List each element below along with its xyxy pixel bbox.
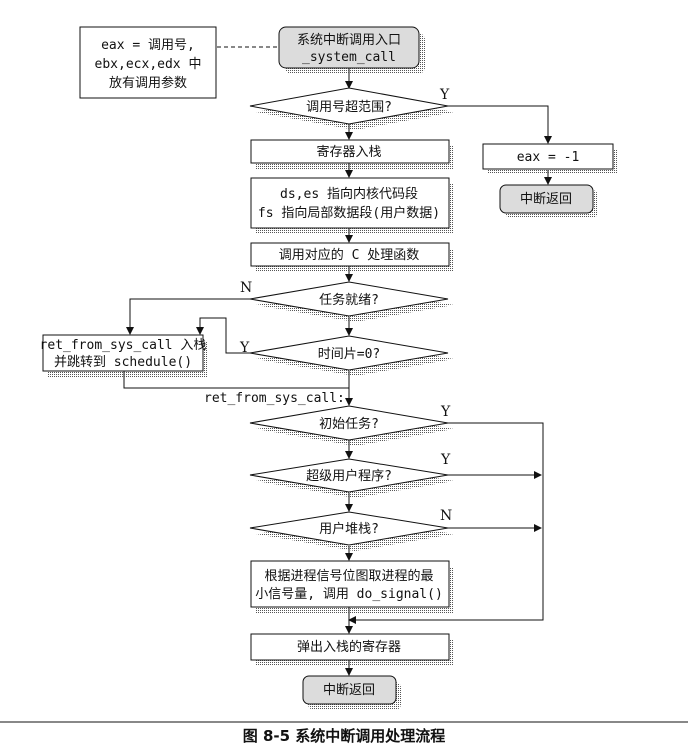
push-label: 寄存器入栈 (316, 144, 381, 160)
arrow-range-yes (448, 105, 552, 144)
push-box: 寄存器入栈 (250, 139, 454, 169)
arrow-ready-no (126, 298, 250, 335)
figure-caption: 图 8-5 系统中断调用处理流程 (243, 727, 446, 745)
entry-terminator: 系统中断调用入口 _system_call (278, 26, 425, 74)
signal-box: 根据进程信号位图取进程的最 小信号量, 调用 do_signal() (250, 560, 454, 613)
entry-line-2: _system_call (302, 50, 396, 65)
schedule-box: ret_from_sys_call 入栈 并跳转到 schedule() (40, 334, 208, 377)
decision-ready-label: 任务就绪? (319, 292, 379, 308)
pop-box: 弹出入栈的寄存器 (250, 633, 454, 666)
decision-ustack: 用户堆栈? (249, 511, 454, 551)
schedule-line-1: ret_from_sys_call 入栈 (40, 338, 207, 353)
signal-line-2: 小信号量, 调用 do_signal() (255, 587, 443, 602)
label-slice-yes: Y (239, 340, 250, 356)
entry-line-1: 系统中断调用入口 (297, 33, 401, 48)
arrow-slice-yes (196, 317, 250, 354)
label-super-yes: Y (440, 452, 451, 468)
callc-label: 调用对应的 C 处理函数 (279, 247, 419, 263)
label-ustack-no: N (440, 508, 452, 524)
return-error-terminator: 中断返回 (499, 184, 598, 218)
eax-box: eax = -1 (482, 143, 618, 174)
segment-box: ds,es 指向内核代码段 fs 指向局部数据段(用户数据) (250, 177, 454, 234)
label-init-yes: Y (440, 404, 451, 420)
eax-label: eax = -1 (517, 150, 580, 165)
decision-super: 超级用户程序? (249, 458, 454, 498)
label-ready-no: N (240, 280, 252, 296)
signal-line-1: 根据进程信号位图取进程的最 (264, 568, 433, 584)
ret-from-sys-call-label: ret_from_sys_call: (204, 391, 345, 406)
decision-slice: 时间片=0? (249, 335, 454, 376)
decision-ustack-label: 用户堆栈? (319, 521, 379, 537)
return-end-label: 中断返回 (323, 683, 375, 698)
label-range-yes: Y (439, 87, 450, 103)
decision-init-label: 初始任务? (319, 416, 379, 432)
note-line-2: ebx,ecx,edx 中 (95, 57, 202, 72)
note-line-3: 放有调用参数 (109, 75, 187, 91)
decision-super-label: 超级用户程序? (306, 468, 392, 484)
segment-line-2: fs 指向局部数据段(用户数据) (258, 205, 440, 221)
schedule-line-2: 并跳转到 schedule() (54, 355, 192, 370)
decision-ready: 任务就绪? (249, 281, 454, 322)
decision-range: 调用号超范围? (249, 87, 454, 130)
callc-box: 调用对应的 C 处理函数 (250, 242, 454, 272)
pop-label: 弹出入栈的寄存器 (297, 639, 401, 655)
decision-range-label: 调用号超范围? (306, 100, 392, 115)
segment-line-1: ds,es 指向内核代码段 (280, 186, 418, 202)
decision-slice-label: 时间片=0? (318, 347, 380, 362)
decision-init: 初始任务? (249, 405, 454, 446)
arrow-init-yes (348, 422, 544, 624)
return-error-label: 中断返回 (520, 192, 572, 207)
note-box: eax = 调用号, ebx,ecx,edx 中 放有调用参数 (79, 26, 217, 99)
return-end-terminator: 中断返回 (302, 675, 401, 710)
note-line-1: eax = 调用号, (101, 38, 195, 53)
